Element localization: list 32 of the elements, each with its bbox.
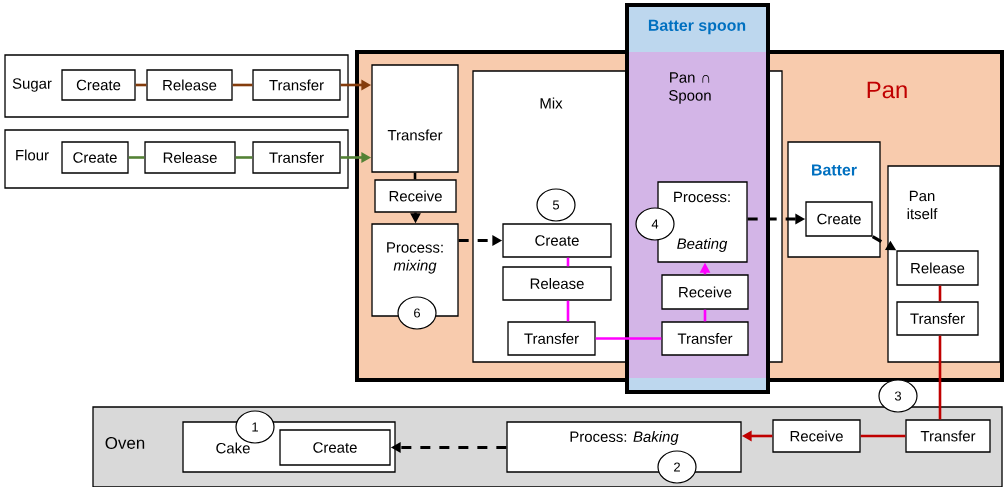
step-box: Transfer [661, 321, 749, 356]
step-box: Create [279, 429, 391, 466]
connector-line [566, 257, 570, 267]
connector-line [128, 156, 145, 159]
step-box: Receive [374, 179, 457, 213]
step-box: Transfer [905, 419, 991, 453]
step-box: Release [144, 141, 236, 174]
step-box: Receive [661, 274, 749, 310]
connector-line [595, 337, 662, 340]
step-box: Release [502, 266, 612, 301]
connector-line [860, 434, 906, 438]
connector-line [938, 285, 942, 302]
node-label: 2 [674, 462, 680, 472]
step-box: Create [61, 69, 136, 101]
step-box: Release [896, 250, 979, 286]
connector-line [232, 83, 253, 87]
connector-line [566, 300, 570, 322]
step-box: Transfer [896, 301, 979, 336]
step-box: Transfer [507, 321, 596, 356]
connector-line [413, 172, 417, 180]
step-box: Transfer [252, 69, 341, 101]
step-box: Transfer [371, 64, 459, 173]
step-box: Release [146, 69, 233, 101]
connector-line [235, 156, 253, 159]
step-box: Create [805, 201, 873, 237]
process-box: Process: Beating [657, 181, 748, 263]
step-box: Receive [772, 419, 861, 453]
connector-line [135, 83, 147, 87]
connector-line [938, 335, 942, 420]
step-box: Transfer [252, 141, 341, 174]
step-box: Create [61, 141, 129, 174]
connector-line [703, 309, 707, 322]
